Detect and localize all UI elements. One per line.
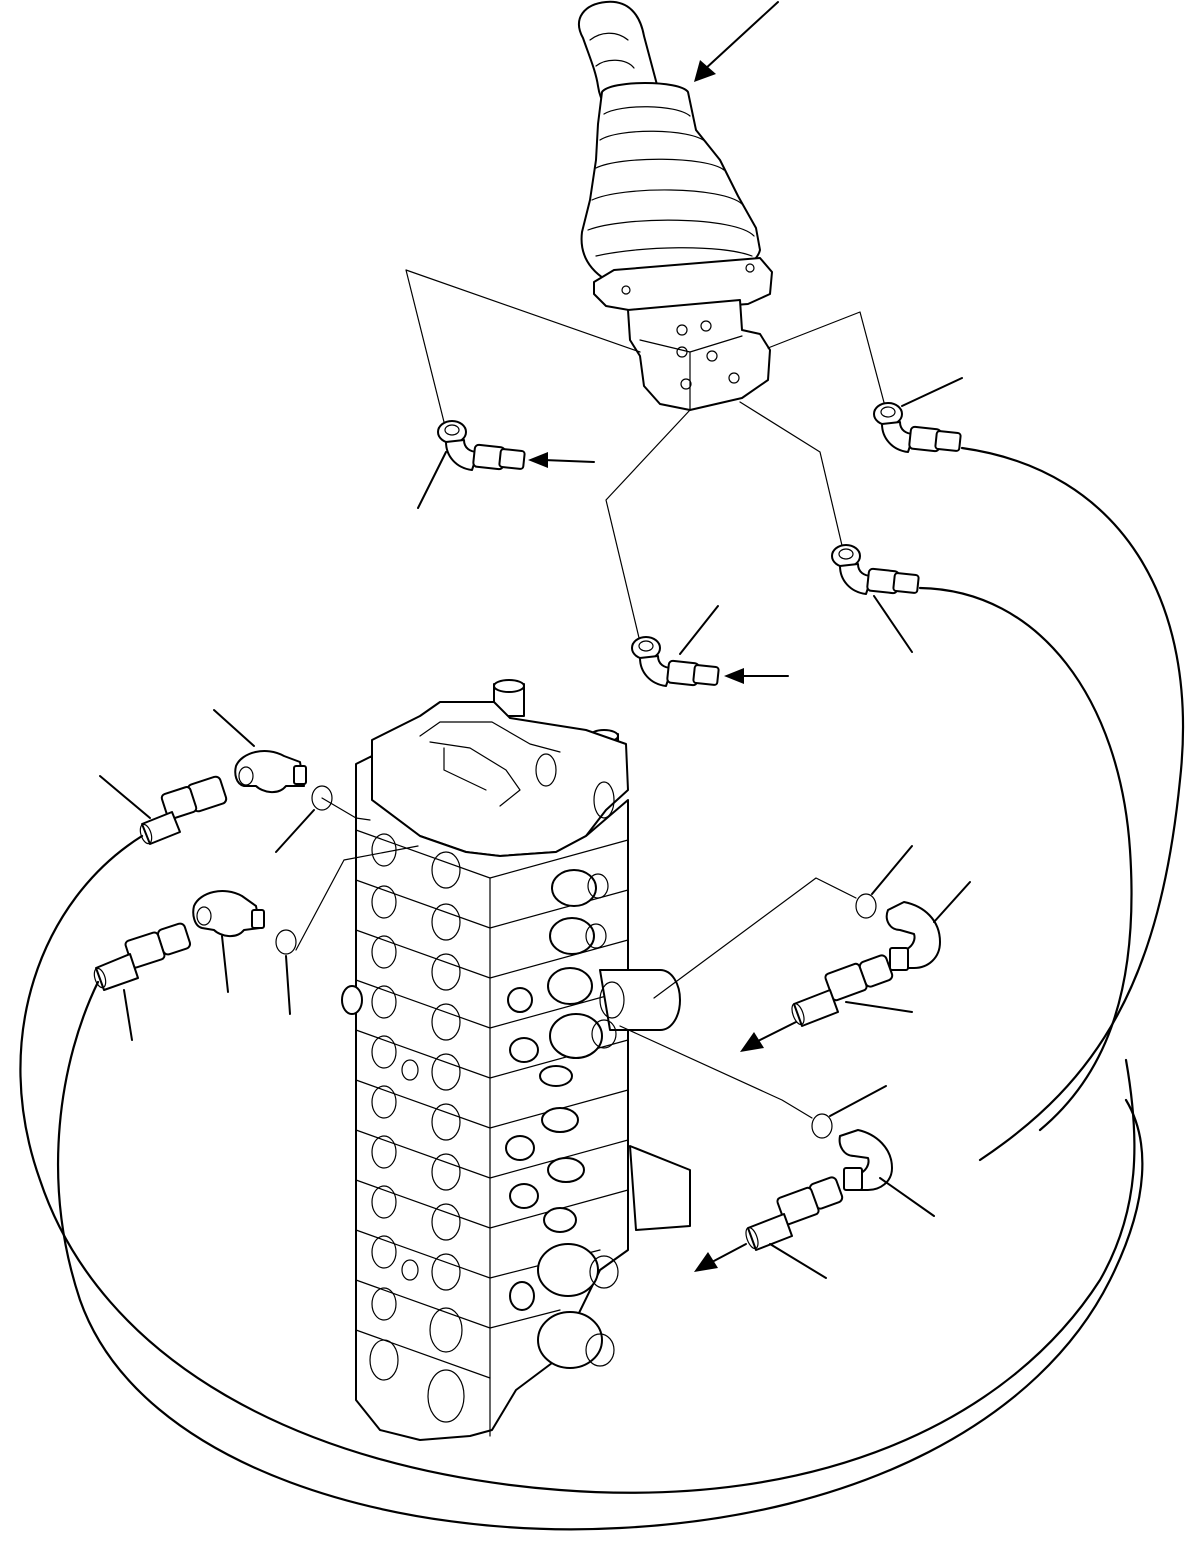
left-lower-elbow-fitting [192,890,265,993]
lever-fitting-2 [873,377,963,453]
port-callout-lines [405,269,887,643]
right-upper-elbow-fitting [885,881,971,971]
right-upper-arrow [740,1021,797,1052]
lever-leader-arrow [694,1,779,82]
right-upper-o-ring [855,845,913,919]
pilot-hose-3 [19,834,1136,1494]
control-valve-block [341,679,691,1441]
lever-fitting-3 [831,544,920,653]
pilot-hose-2 [918,586,1133,1132]
valve-ports-left [369,833,465,1423]
right-callout-lines [619,877,857,1119]
lever-fitting-1 [437,420,526,471]
left-callout-lines [295,797,419,951]
lever-fitting-4-arrow [724,668,789,684]
pilot-hose-4 [57,980,1144,1531]
left-lower-hose-end [93,922,192,1041]
right-upper-hose-end [791,954,913,1027]
left-upper-hose-end [99,775,228,845]
lever-fitting-1-arrow [417,451,595,509]
lever-fitting-4 [631,605,720,687]
pilot-control-lever [578,0,773,411]
right-lower-o-ring [811,1085,887,1139]
right-lower-hose-end [745,1176,844,1279]
pilot-hoses [19,446,1185,1531]
right-lower-arrow [694,1243,747,1272]
pilot-hose-1 [960,446,1185,1162]
left-upper-elbow-fitting [213,709,307,793]
right-lower-elbow-fitting [838,1129,935,1217]
valve-spool-caps [341,869,691,1369]
left-lower-o-ring [275,929,297,1015]
left-upper-o-ring [275,785,333,853]
